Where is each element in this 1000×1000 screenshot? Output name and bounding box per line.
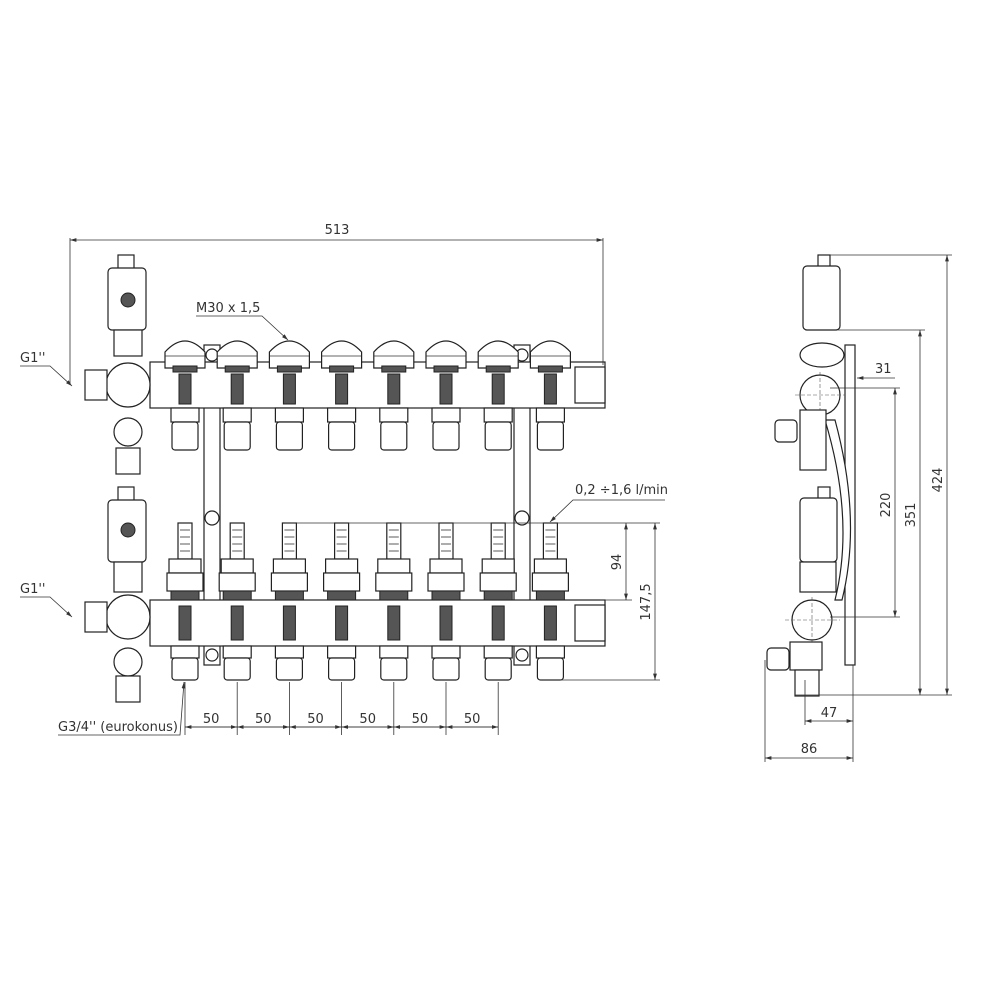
spacing-dimension: 50	[464, 712, 481, 727]
flowmeter[interactable]	[542, 522, 559, 560]
outlet-fitting	[432, 657, 460, 681]
outlet-fitting	[171, 657, 199, 681]
side-air-vent-top	[802, 265, 841, 331]
flowmeter[interactable]	[438, 522, 454, 560]
valve-cap[interactable]	[425, 340, 467, 369]
side-air-vent-bottom	[799, 497, 838, 563]
flowmeter[interactable]	[177, 522, 193, 560]
spacing-dimension: 50	[203, 712, 220, 727]
outlet-circuit	[373, 340, 415, 681]
ball-valve-bottom	[105, 594, 151, 640]
outlet-circuit	[268, 340, 310, 681]
outlet-fitting	[484, 657, 512, 681]
dimension-47: 47	[821, 706, 838, 721]
return-manifold-bar	[149, 599, 606, 647]
outlet-label: G3/4'' (eurokonus)	[58, 720, 178, 735]
dimension-31: 31	[875, 362, 892, 377]
spacing-dimension: 50	[359, 712, 376, 727]
drain-valve-bottom	[115, 675, 141, 703]
ball-valve-top	[105, 362, 151, 408]
outlet-fitting	[328, 421, 356, 451]
valve-cap[interactable]	[268, 340, 310, 369]
flowmeter[interactable]	[490, 522, 506, 560]
outlet-fitting	[223, 421, 251, 451]
valve-cap[interactable]	[477, 340, 519, 369]
inlet-top-label: G1''	[20, 351, 46, 366]
dimension-220: 220	[879, 493, 894, 518]
thread-label: M30 x 1,5	[196, 301, 260, 316]
dimension-424: 424	[931, 468, 946, 493]
outlet-fitting	[275, 657, 303, 681]
dimension-94: 94	[610, 554, 625, 571]
drain-valve-top	[115, 447, 141, 475]
dimension-513: 513	[325, 223, 350, 238]
front-dimensions: 513 M30 x 1,5 G1'' G1'' 0,2 ÷1,6 l/min 9…	[20, 223, 668, 736]
outlet-fitting	[536, 421, 565, 451]
flowmeter[interactable]	[386, 522, 402, 560]
valve-cap[interactable]	[373, 340, 415, 369]
thermometer-top	[113, 417, 143, 447]
flowmeter[interactable]	[229, 522, 245, 560]
valve-cap[interactable]	[216, 340, 258, 369]
outlet-fitting	[380, 657, 408, 681]
flowmeter[interactable]	[334, 522, 350, 560]
end-cap-bottom	[574, 604, 606, 642]
air-vent-bottom	[107, 486, 147, 593]
dimension-147-5: 147,5	[639, 583, 654, 620]
side-dimensions: 424 351 220 31 47 86	[764, 254, 952, 762]
outlet-fitting	[484, 421, 512, 451]
outlet-circuit	[321, 340, 363, 681]
outlet-fitting	[171, 421, 199, 451]
outlet-fitting	[380, 421, 408, 451]
flowmeter[interactable]	[281, 522, 297, 560]
valve-cap[interactable]	[164, 340, 206, 369]
thermometer-bottom	[113, 647, 143, 677]
outlet-circuit	[477, 340, 519, 681]
supply-manifold-bar	[149, 361, 606, 409]
flow-range-label: 0,2 ÷1,6 l/min	[575, 483, 668, 498]
dimension-86: 86	[801, 742, 818, 757]
outlet-circuit	[529, 340, 571, 681]
valve-cap[interactable]	[321, 340, 363, 369]
outlet-circuit	[216, 340, 258, 681]
front-view	[84, 254, 606, 703]
outlet-fitting	[275, 421, 303, 451]
air-vent-top	[107, 254, 147, 357]
dimension-351: 351	[904, 503, 919, 528]
outlet-fitting	[328, 657, 356, 681]
outlet-fitting	[536, 657, 565, 681]
outlet-circuit	[425, 340, 467, 681]
end-cap-top	[574, 366, 606, 404]
side-view	[766, 254, 856, 697]
outlet-circuit	[164, 340, 206, 681]
spacing-dimension: 50	[255, 712, 272, 727]
mounting-bracket-right	[513, 344, 531, 666]
outlet-fitting	[223, 657, 251, 681]
spacing-dimension: 50	[307, 712, 324, 727]
inlet-bottom-label: G1''	[20, 582, 46, 597]
spacing-dimension: 50	[412, 712, 429, 727]
valve-cap[interactable]	[529, 340, 571, 369]
outlet-fitting	[432, 421, 460, 451]
